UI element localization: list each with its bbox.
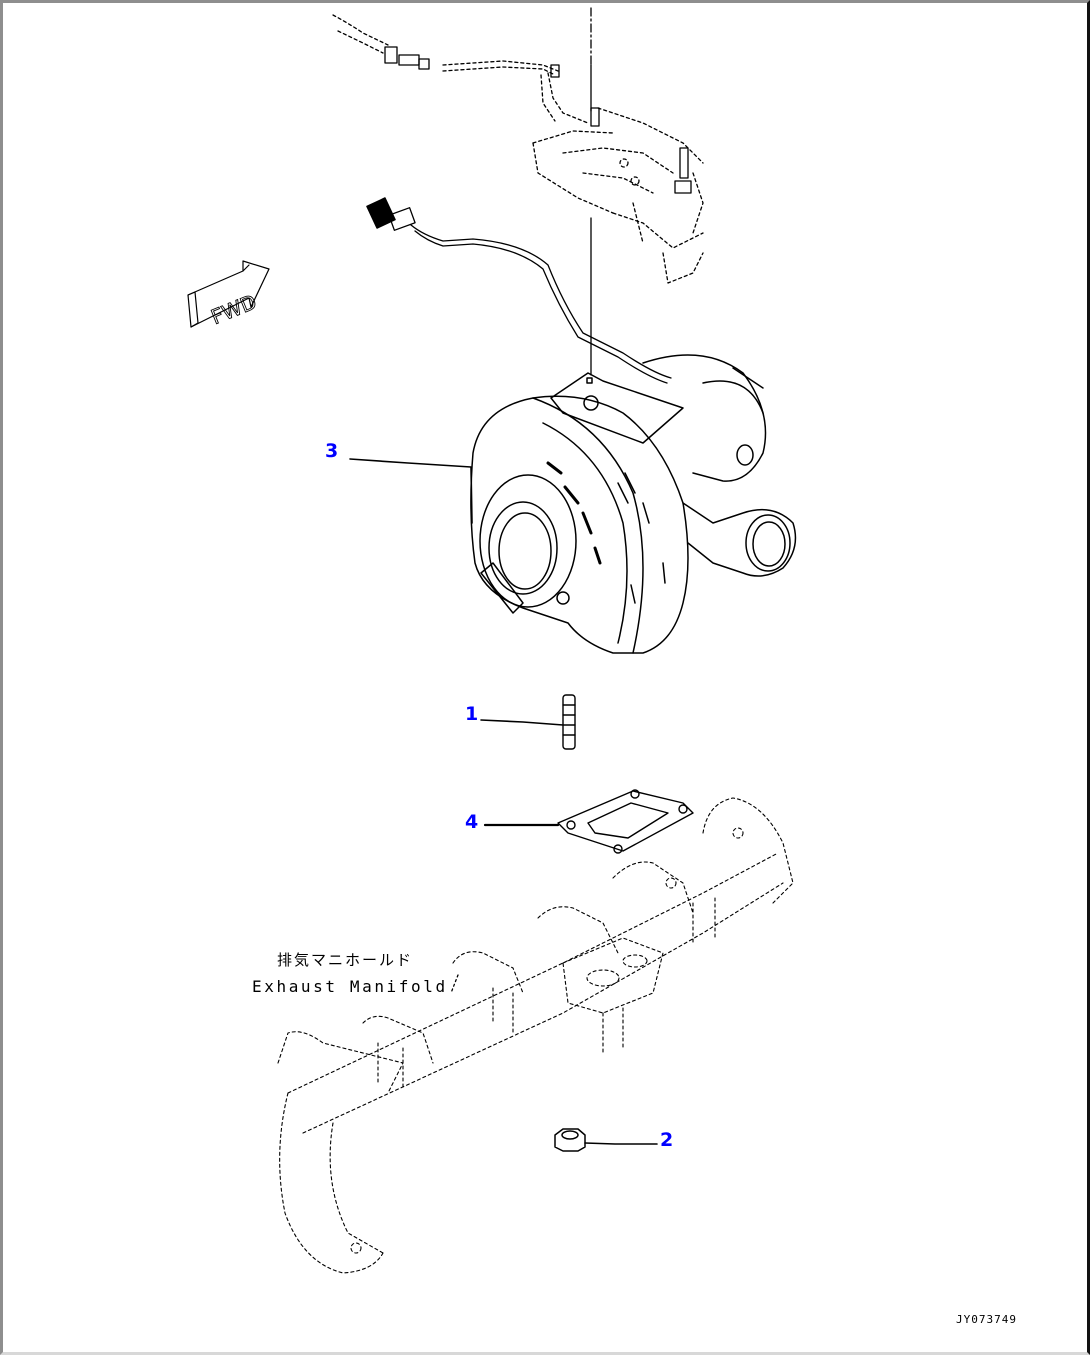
fwd-arrow-icon <box>187 260 270 328</box>
exhaust-manifold-reference <box>277 797 794 1274</box>
leader-line-1 <box>480 719 564 726</box>
leader-line-3 <box>349 458 473 524</box>
stud <box>562 694 576 750</box>
callout-1[interactable]: 1 <box>465 703 479 725</box>
drawing-id: JY073749 <box>956 1313 1017 1326</box>
parts-drawing: FWD <box>187 7 797 1274</box>
callout-2[interactable]: 2 <box>660 1129 674 1151</box>
bracket-solid <box>384 46 692 194</box>
sensor-cable <box>366 197 672 384</box>
fwd-label: FWD <box>208 289 260 329</box>
reference-label-english: Exhaust Manifold <box>252 977 448 996</box>
callout-4[interactable]: 4 <box>465 811 479 833</box>
nut <box>554 1128 586 1152</box>
reference-label-japanese: 排気マニホールド <box>277 951 414 969</box>
bracket-reference <box>332 14 704 284</box>
callout-3[interactable]: 3 <box>325 440 339 462</box>
leader-lines <box>349 458 658 1145</box>
gasket <box>557 789 694 854</box>
leader-line-2 <box>584 1142 658 1145</box>
turbocharger <box>470 354 797 654</box>
